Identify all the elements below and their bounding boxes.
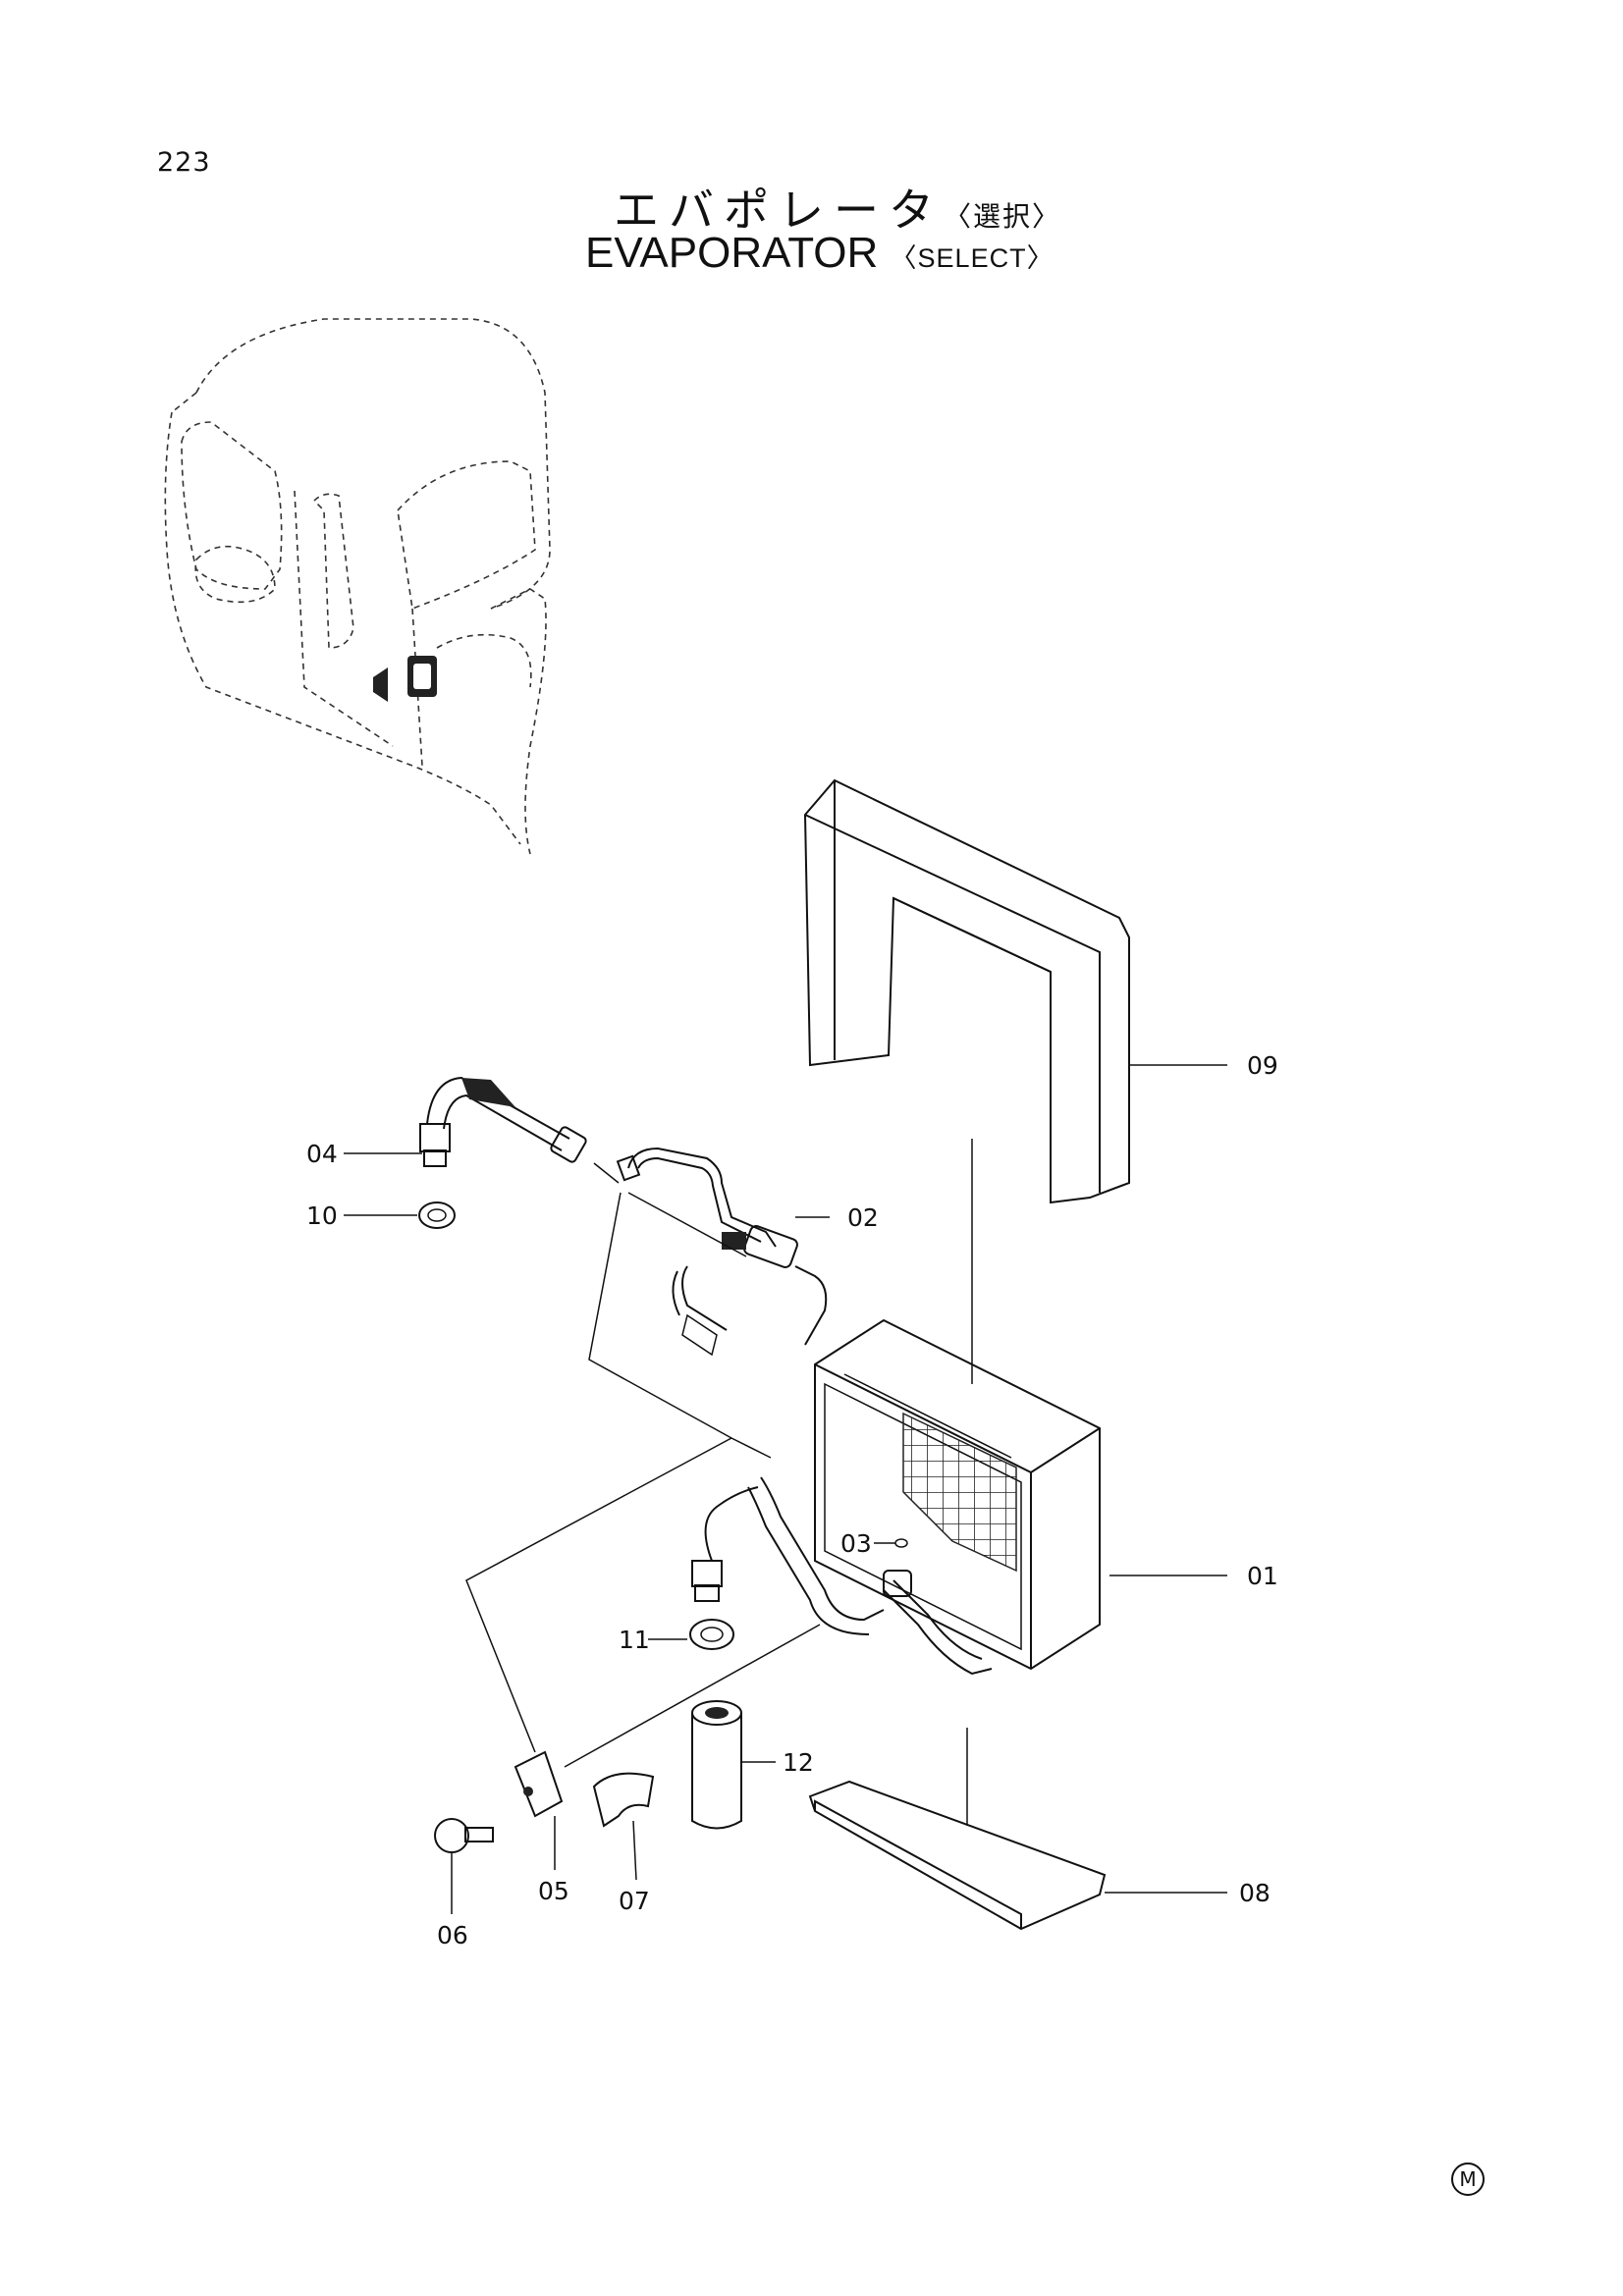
label-part-11: 11 <box>619 1626 650 1654</box>
label-part-01: 01 <box>1247 1562 1278 1590</box>
part-lower-pipe <box>691 1476 993 1676</box>
part-02-expansion-valve <box>616 1147 828 1357</box>
label-part-06: 06 <box>437 1921 468 1949</box>
label-part-10: 10 <box>306 1201 338 1230</box>
maker-mark-symbol: M <box>1451 2163 1485 2196</box>
title-japanese-text: エバポレータ <box>614 184 944 237</box>
label-part-05: 05 <box>538 1877 569 1905</box>
leader-lines <box>344 1064 1227 1914</box>
title-english: EVAPORATOR 〈SELECT〉 <box>585 229 1055 278</box>
part-11-o-ring <box>689 1619 734 1650</box>
label-part-07: 07 <box>619 1887 650 1915</box>
title-japanese: エバポレータ〈選択〉 <box>614 175 1061 240</box>
page-number: 223 <box>157 147 211 178</box>
title-english-qualifier: 〈SELECT〉 <box>890 243 1055 273</box>
reference-labels: 09 02 01 03 08 04 10 11 12 05 07 06 <box>306 1051 1278 1949</box>
label-part-08: 08 <box>1239 1879 1271 1907</box>
part-05-clip <box>514 1750 564 1818</box>
part-10-o-ring <box>418 1201 456 1229</box>
machine-cab-locator-illustration <box>164 318 551 855</box>
label-part-04: 04 <box>306 1140 338 1168</box>
label-part-12: 12 <box>783 1748 814 1777</box>
part-04-elbow-pipe <box>419 1076 587 1167</box>
label-part-09: 09 <box>1247 1051 1278 1080</box>
part-08-drain-pan <box>808 1780 1107 1931</box>
title-english-text: EVAPORATOR <box>585 229 879 277</box>
assembly-relation-lines <box>465 1139 973 1826</box>
label-part-03: 03 <box>840 1529 872 1558</box>
part-12-hose <box>691 1700 742 1830</box>
part-06-screw <box>434 1818 494 1853</box>
part-01-evaporator-core <box>814 1318 1101 1671</box>
part-09-insulation-cover <box>803 778 1130 1204</box>
title-japanese-qualifier: 〈選択〉 <box>944 200 1062 233</box>
part-07-clamp <box>592 1772 655 1828</box>
part-03-small-o-ring <box>894 1538 908 1548</box>
label-part-02: 02 <box>847 1203 879 1232</box>
